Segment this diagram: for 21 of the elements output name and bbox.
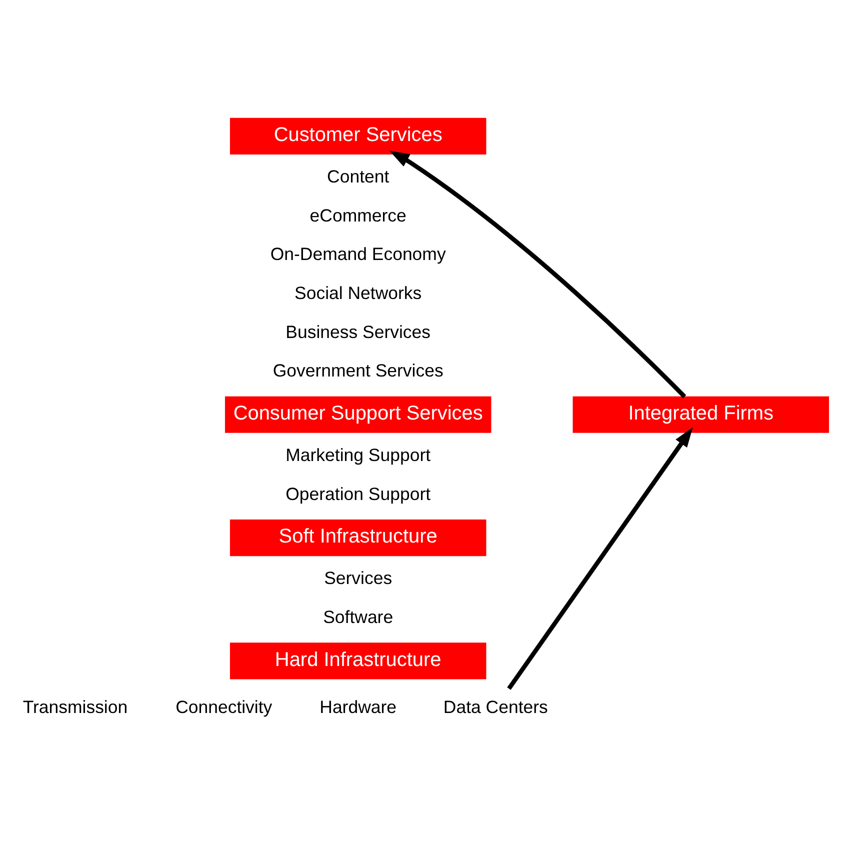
label: Operation Support	[286, 484, 431, 504]
node-box: Soft Infrastructure	[230, 519, 486, 556]
node-box: Consumer Support Services	[224, 396, 492, 433]
label: Content	[327, 166, 390, 187]
label: On-Demand Economy	[270, 244, 446, 264]
label: eCommerce	[310, 205, 406, 226]
label: Software	[323, 606, 394, 627]
node-box: Customer Services	[230, 118, 486, 154]
label: Transmission	[22, 696, 128, 717]
label: Marketing Support	[286, 444, 431, 465]
arrow	[390, 150, 686, 398]
node-text: Data Centers	[443, 696, 548, 717]
label: Connectivity	[176, 696, 272, 717]
label: Social Networks	[294, 283, 422, 304]
label: Services	[324, 568, 392, 588]
node-box: Integrated Firms	[572, 396, 829, 433]
node-box: Hard Infrastructure	[230, 642, 486, 680]
label: Business Services	[286, 322, 431, 342]
label: Government Services	[272, 360, 444, 381]
label: Hardware	[320, 696, 397, 717]
arrow	[507, 427, 693, 690]
